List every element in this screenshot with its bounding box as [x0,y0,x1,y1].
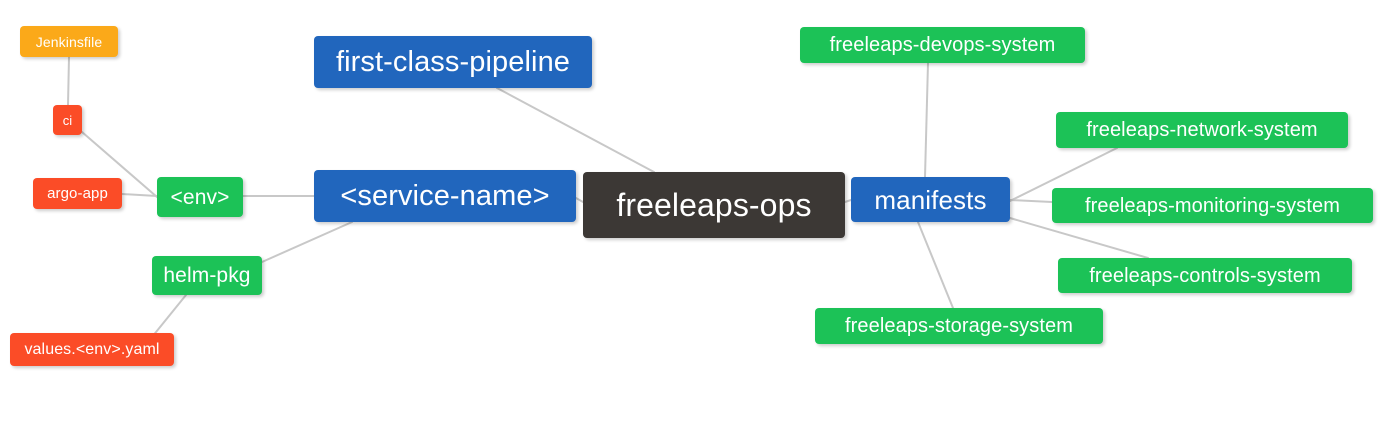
edge-values-yaml-to-helm-pkg [151,294,187,338]
mindmap-node-helm-pkg[interactable]: helm-pkg [152,256,262,295]
mindmap-node-network[interactable]: freeleaps-network-system [1056,112,1348,148]
mindmap-node-jenkinsfile[interactable]: Jenkinsfile [20,26,118,57]
edge-helm-pkg-to-service-name [261,221,353,263]
mindmap-node-values-yaml[interactable]: values.<env>.yaml [10,333,174,366]
edge-service-name-to-root [575,197,584,203]
mindmap-node-manifests[interactable]: manifests [851,177,1010,222]
mindmap-node-pipeline[interactable]: first-class-pipeline [314,36,592,88]
edge-manifests-to-controls [1009,217,1149,259]
mindmap-node-service-name[interactable]: <service-name> [314,170,576,222]
edge-jenkinsfile-to-ci [67,56,70,106]
mindmap-node-root[interactable]: freeleaps-ops [583,172,845,238]
edge-manifests-to-storage [917,221,954,309]
edge-manifests-to-monitoring [1009,199,1053,203]
mindmap-node-monitoring[interactable]: freeleaps-monitoring-system [1052,188,1373,223]
edge-pipeline-to-root [496,87,655,173]
mindmap-node-controls[interactable]: freeleaps-controls-system [1058,258,1352,293]
mindmap-node-devops[interactable]: freeleaps-devops-system [800,27,1085,63]
mindmap-node-env[interactable]: <env> [157,177,243,217]
mindmap-node-argo-app[interactable]: argo-app [33,178,122,209]
edge-argo-app-to-env [121,193,158,197]
edge-manifests-to-devops [924,62,929,178]
mindmap-node-ci[interactable]: ci [53,105,82,135]
mindmap-node-storage[interactable]: freeleaps-storage-system [815,308,1103,344]
